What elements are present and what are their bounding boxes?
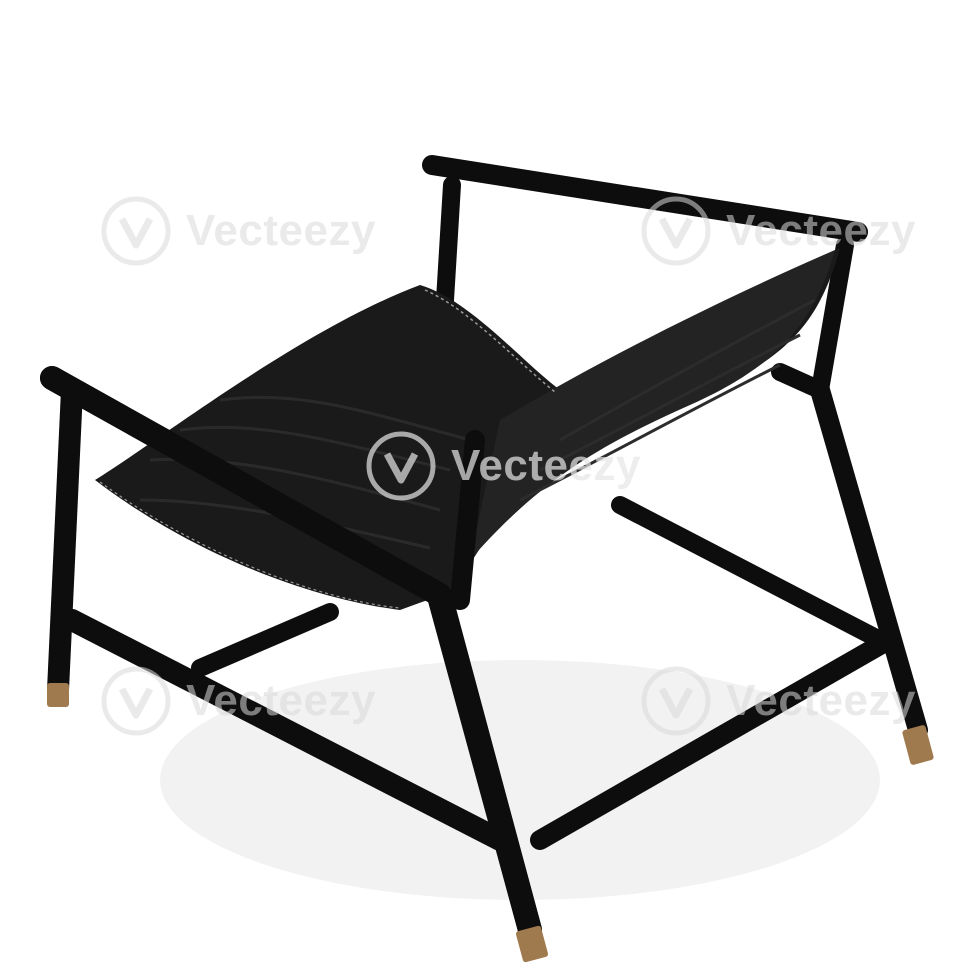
foot-caps — [47, 683, 934, 963]
near-armrest — [40, 366, 542, 942]
